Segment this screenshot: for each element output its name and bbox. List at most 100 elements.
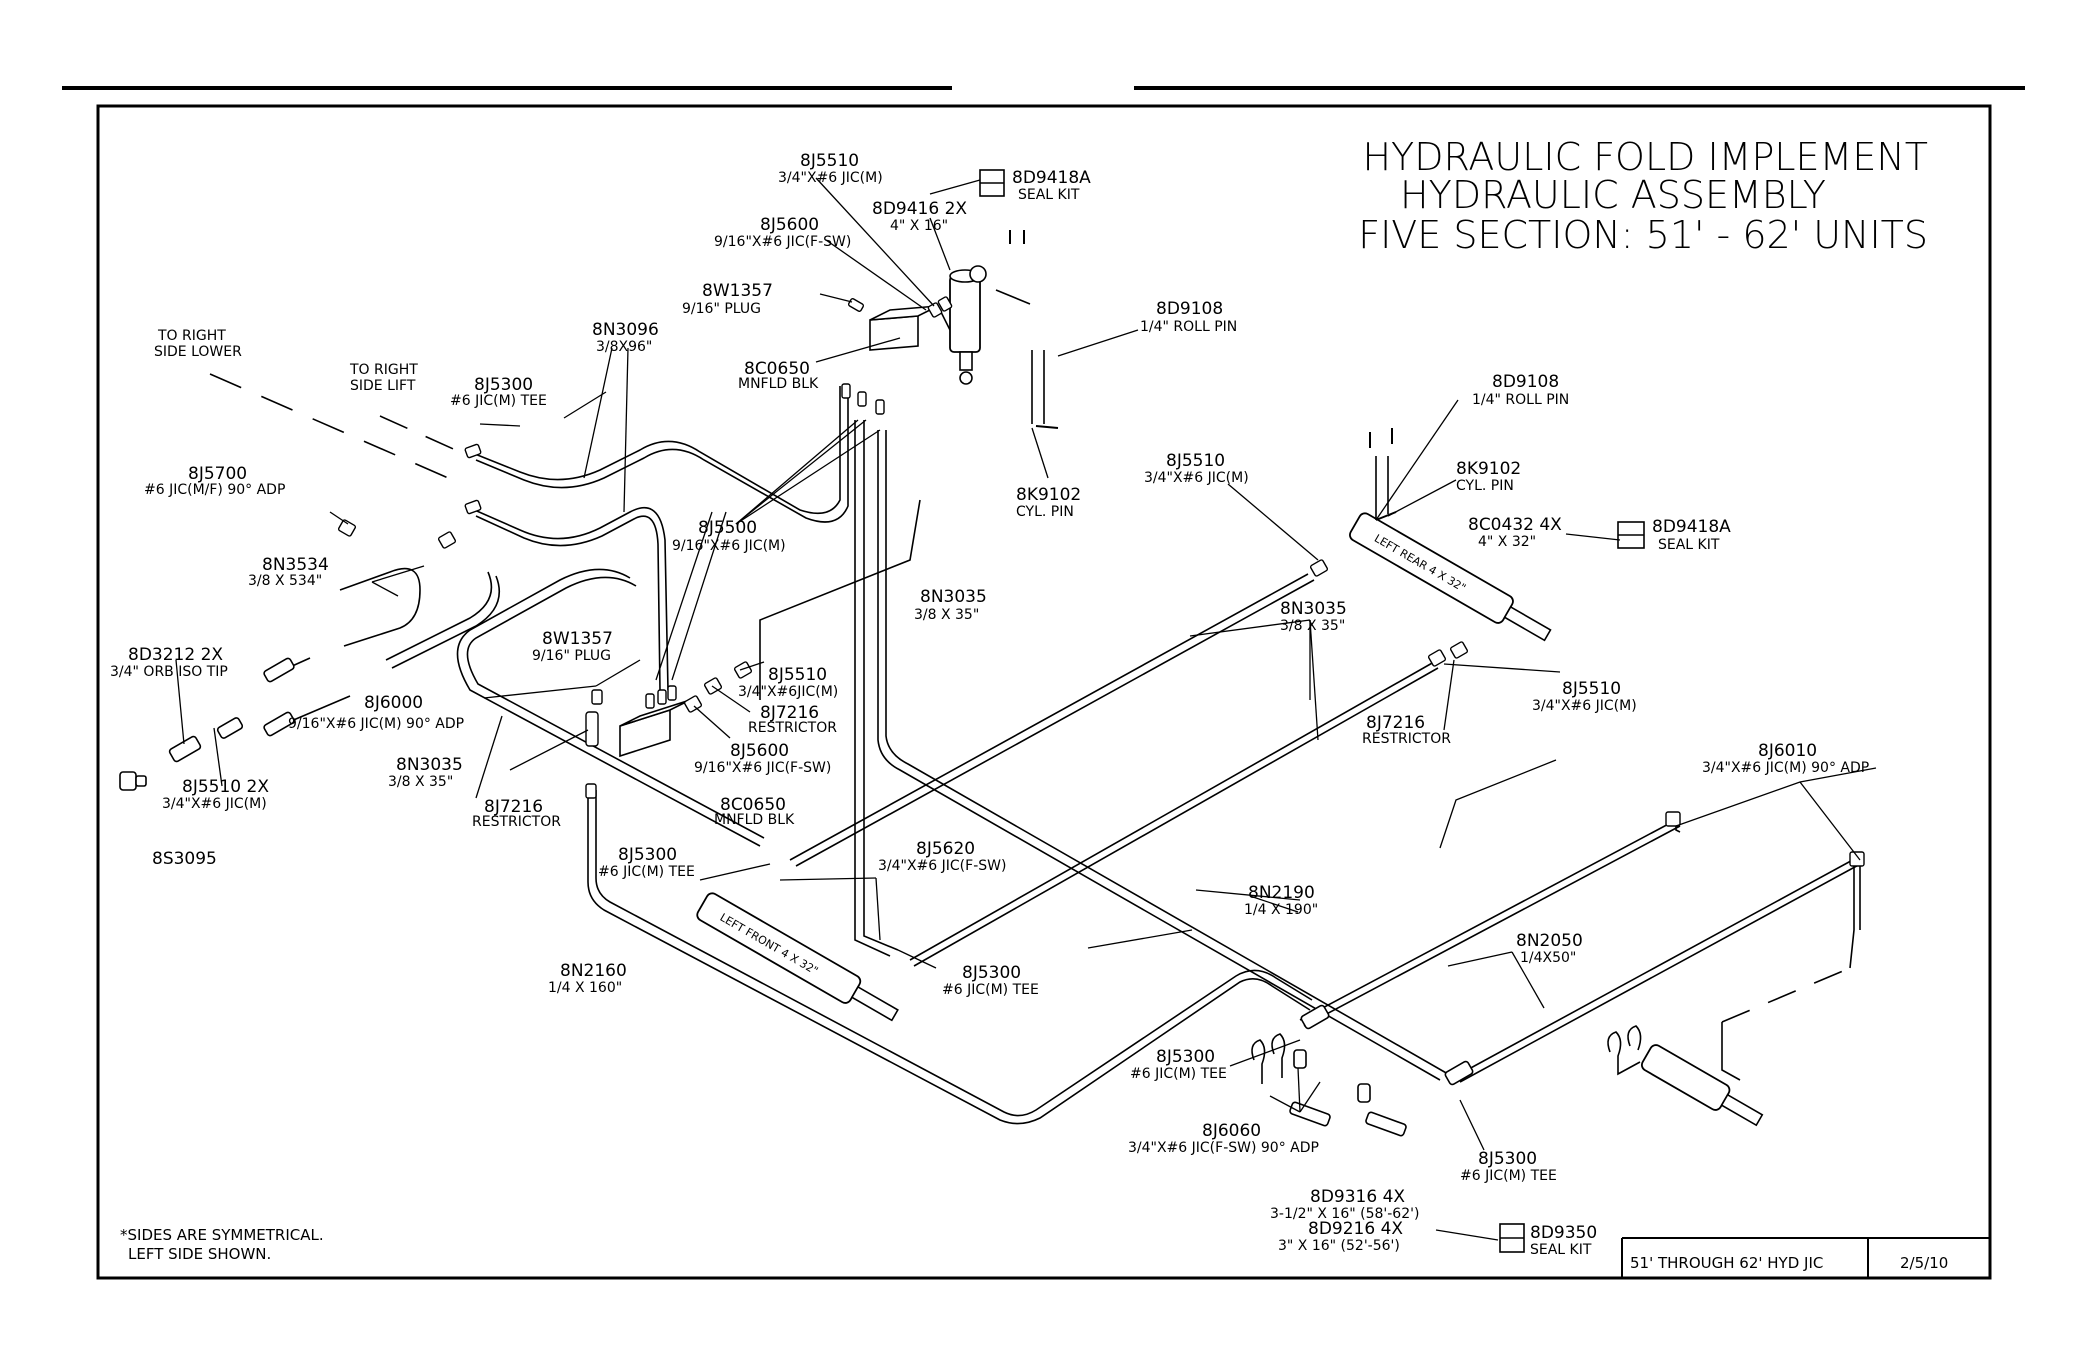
tube-vertical-3b <box>885 430 1449 1075</box>
callout-8D9418A-top: 8D9418A <box>1012 168 1091 188</box>
to-right-lower-dashed-line <box>209 373 463 485</box>
callout-8J5300-bottom-left-desc: #6 JIC(M) TEE <box>1130 1066 1227 1082</box>
callout-to-right-lower: TO RIGHT <box>157 328 226 344</box>
tube-to-left-rear-b <box>795 579 1315 867</box>
callout-8D9316-desc: 3-1/2" X 16" (58'-62') <box>1270 1206 1419 1222</box>
tube-manifold-to-left-rear <box>759 499 921 700</box>
callout-8C0650-center: 8C0650 <box>720 795 786 815</box>
fittings <box>337 296 1865 867</box>
to-right-lift-dashed-line <box>379 415 461 453</box>
callout-8N3035-left-desc: 3/8 X 35" <box>388 774 453 790</box>
callout-8J5300-bottom-right: 8J5300 <box>1478 1149 1537 1169</box>
callout-8K9102-right: 8K9102 <box>1456 459 1521 479</box>
callout-8J5510-2x-desc: 3/4"X#6 JIC(M) <box>162 796 267 812</box>
title-block-date: 2/5/10 <box>1900 1254 1948 1272</box>
callout-8J5620: 8J5620 <box>916 839 975 859</box>
hose-8N3534-a <box>339 567 421 647</box>
tube-restrictor-to-left-front-b <box>913 667 1439 967</box>
callout-8J5600-center: 8J5600 <box>730 741 789 761</box>
manifold-block-lower <box>619 699 691 758</box>
tube-vertical-3 <box>877 430 1441 1081</box>
callout-8J5510-top-desc: 3/4"X#6 JIC(M) <box>778 170 883 186</box>
tube-restrictor-to-left-front <box>909 661 1435 961</box>
callout-8W1357-top: 8W1357 <box>702 281 773 301</box>
callout-8N2160-desc: 1/4 X 160" <box>548 980 622 996</box>
callout-labels: 8J5510 3/4"X#6 JIC(M) 8D9418A SEAL KIT 8… <box>110 151 1869 1258</box>
seal-kit-icon-top <box>979 169 1005 197</box>
callout-8J6000-desc: 9/16"X#6 JIC(M) 90° ADP <box>288 716 464 732</box>
seal-kit-icon-right <box>1617 521 1645 549</box>
callout-to-right-lift: TO RIGHT <box>349 362 418 378</box>
callout-8W1357-top-desc: 9/16" PLUG <box>682 301 761 317</box>
callout-8J6060-desc: 3/4"X#6 JIC(F-SW) 90° ADP <box>1128 1140 1319 1156</box>
iso-tip-couplers <box>119 657 295 791</box>
tube-8N3096-lower-b <box>475 515 661 691</box>
rear-pin-hook <box>1607 1031 1641 1076</box>
callout-8J5510-mid-desc: 3/4"X#6 JIC(M) <box>1144 470 1249 486</box>
callout-8J5510-center: 8J5510 <box>768 665 827 685</box>
callout-to-right-lower-desc: SIDE LOWER <box>154 344 242 360</box>
callout-8J5600-top-desc: 9/16"X#6 JIC(F-SW) <box>714 234 851 250</box>
callout-8J7216-left-desc: RESTRICTOR <box>472 814 561 830</box>
title-block-name: 51' THROUGH 62' HYD JIC <box>1630 1254 1823 1272</box>
title-line-2: HYDRAULIC ASSEMBLY <box>1400 173 1826 217</box>
callout-8J5300-left-front: 8J5300 <box>618 845 677 865</box>
callout-8C0650-top-desc: MNFLD BLK <box>738 376 819 392</box>
callout-8S3095: 8S3095 <box>152 849 217 869</box>
callout-8C0432: 8C0432 4X <box>1468 515 1562 535</box>
callout-8N3035-right-desc: 3/8 X 35" <box>1280 618 1345 634</box>
bottom-pin-hook-2 <box>1271 1033 1286 1078</box>
tube-to-left-rear-a <box>789 573 1309 861</box>
callout-8C0650-center-desc: MNFLD BLK <box>714 812 795 828</box>
callout-8N3534-desc: 3/8 X 534" <box>248 573 322 589</box>
callout-8N3534: 8N3534 <box>262 555 329 575</box>
tube-8N2050-b2 <box>1459 861 1865 1083</box>
callout-8N3035-right: 8N3035 <box>1280 599 1347 619</box>
footnote-line-1: *SIDES ARE SYMMETRICAL. <box>120 1226 324 1244</box>
callout-8J6000: 8J6000 <box>364 693 423 713</box>
callout-8D9108-top-desc: 1/4" ROLL PIN <box>1140 319 1237 335</box>
callout-8W1357-mid-desc: 9/16" PLUG <box>532 648 611 664</box>
callout-to-right-lift-desc: SIDE LIFT <box>350 378 416 394</box>
callout-8D9418A-right: 8D9418A <box>1652 517 1731 537</box>
callout-8N2050: 8N2050 <box>1516 931 1583 951</box>
bottom-pin-hook-1 <box>1251 1039 1266 1084</box>
callout-8J5510-center-desc: 3/4"X#6JIC(M) <box>738 684 838 700</box>
callout-8N3035-top: 8N3035 <box>920 587 987 607</box>
callout-8J7216-center: 8J7216 <box>760 703 819 723</box>
hose-8N2160 <box>587 790 1311 1125</box>
callout-8W1357-mid: 8W1357 <box>542 629 613 649</box>
tube-rear-right-down <box>1849 866 1855 969</box>
tube-8N3096-lower <box>469 507 669 691</box>
callout-8J5300-bottom-right-desc: #6 JIC(M) TEE <box>1460 1168 1557 1184</box>
callout-8D9350: 8D9350 <box>1530 1223 1597 1243</box>
footnote-line-2: LEFT SIDE SHOWN. <box>128 1245 271 1263</box>
rear-dashed-line <box>1721 967 1851 1023</box>
callout-8N2190: 8N2190 <box>1248 883 1315 903</box>
title-line-3: FIVE SECTION: 51' - 62' UNITS <box>1358 213 1928 257</box>
callout-8D9350-desc: SEAL KIT <box>1530 1242 1592 1258</box>
title-line-1: HYDRAULIC FOLD IMPLEMENT <box>1362 135 1928 179</box>
drawing-border <box>96 104 1992 1280</box>
callout-8J5600-center-desc: 9/16"X#6 JIC(F-SW) <box>694 760 831 776</box>
hose-8N2160-b <box>595 790 1313 1117</box>
tube-vertical-1 <box>854 420 891 957</box>
rear-pin-hook-2 <box>1627 1025 1642 1051</box>
callout-8J6060: 8J6060 <box>1202 1121 1261 1141</box>
callout-8D9108-right: 8D9108 <box>1492 372 1559 392</box>
callout-8J5600-top: 8J5600 <box>760 215 819 235</box>
drawing-title: HYDRAULIC FOLD IMPLEMENT HYDRAULIC ASSEM… <box>1358 135 1928 257</box>
callout-8J5300-left-front-desc: #6 JIC(M) TEE <box>598 864 695 880</box>
tube-8N2050-b <box>1455 855 1861 1077</box>
seal-kit-icon-bottom <box>1499 1223 1525 1253</box>
callout-8J5510-2x: 8J5510 2X <box>182 777 269 797</box>
callout-8D9416-desc: 4" X 16" <box>890 218 948 234</box>
tube-rear-cylinder-connector <box>1721 1022 1741 1081</box>
callout-8J5700-desc: #6 JIC(M/F) 90° ADP <box>144 482 285 498</box>
callout-8J6010-desc: 3/4"X#6 JIC(M) 90° ADP <box>1702 760 1869 776</box>
callout-8D9216: 8D9216 4X <box>1308 1219 1403 1239</box>
tube-8N2050-a2 <box>1303 825 1681 1027</box>
callout-8N2050-desc: 1/4X50" <box>1520 950 1576 966</box>
callout-leaders <box>175 177 1877 1241</box>
callout-8J5500-desc: 9/16"X#6 JIC(M) <box>672 538 786 554</box>
